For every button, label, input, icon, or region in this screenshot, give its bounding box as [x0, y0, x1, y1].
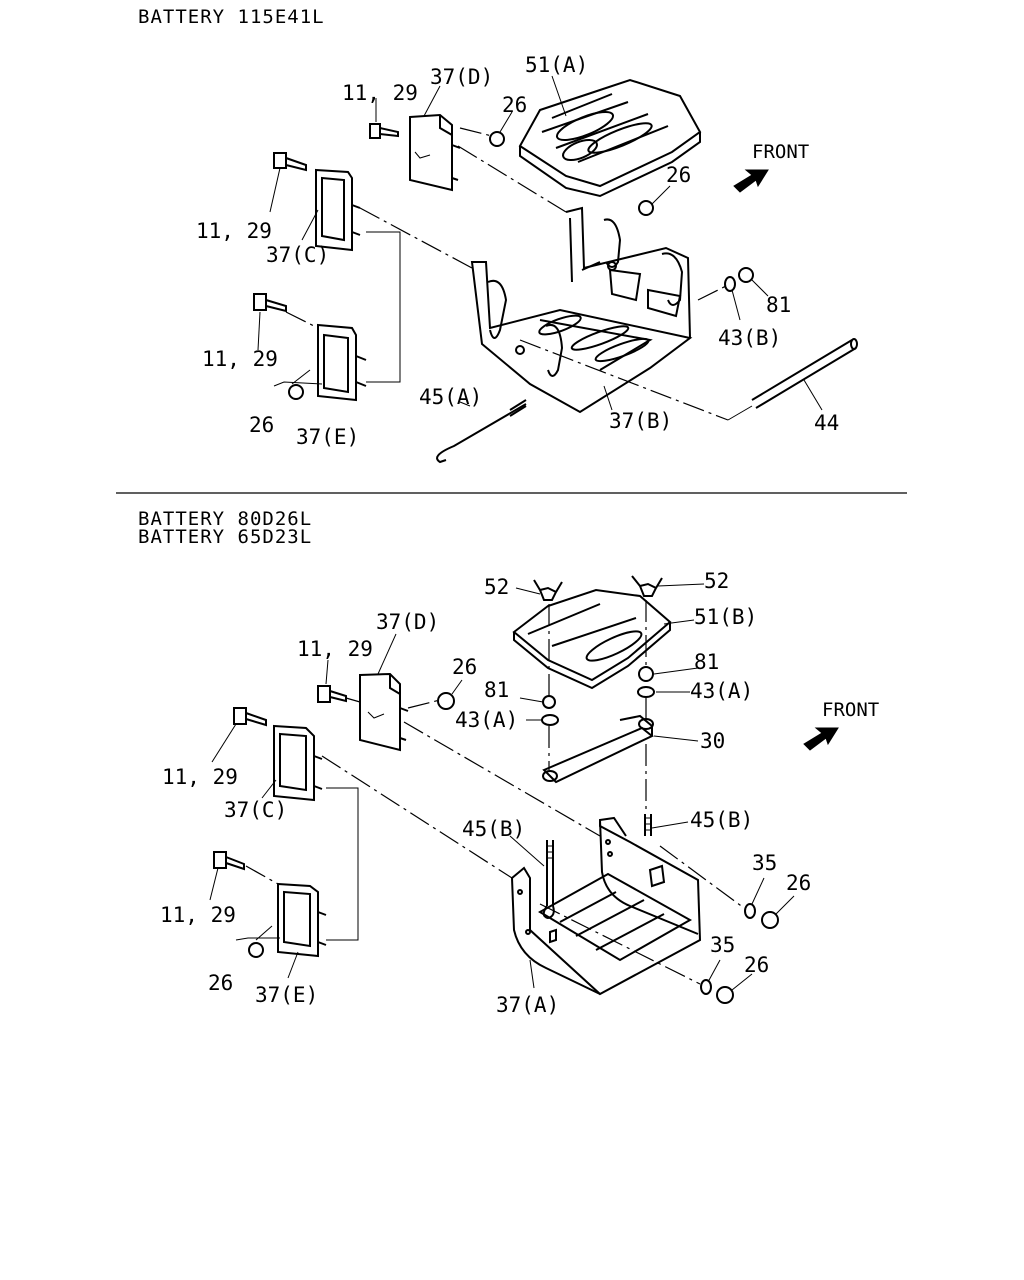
label-44: 44 — [814, 411, 839, 435]
washer-43b — [724, 276, 736, 292]
bolt-11-29-s2-low — [213, 851, 245, 871]
section1-drawing — [253, 75, 858, 464]
nut-26-s2c — [716, 986, 734, 1004]
section1-header: BATTERY 115E41L — [138, 6, 325, 28]
battery-tray-37a — [511, 816, 702, 996]
washer-35-s2a — [744, 903, 756, 919]
label-52-a: 52 — [484, 575, 509, 599]
label-45b-a: 45(B) — [462, 817, 525, 841]
battery-cover-51b — [512, 588, 672, 690]
label-37a: 37(A) — [496, 993, 559, 1017]
label-11-29-s1a: 11, 29 — [342, 81, 418, 105]
label-11-29-s2c: 11, 29 — [160, 903, 236, 927]
section2-header-line1: BATTERY 80D26L — [138, 508, 313, 530]
wing-nut-52-a — [533, 579, 563, 601]
label-front-s1: FRONT — [752, 141, 809, 163]
label-81-s2a: 81 — [484, 678, 509, 702]
label-43b: 43(B) — [718, 326, 781, 350]
nut-81-s2a — [542, 695, 556, 709]
battery-cover-51a — [518, 78, 702, 198]
washer-43a-s2b — [637, 686, 655, 698]
bolt-11-29-top — [369, 123, 399, 139]
label-52-b: 52 — [704, 569, 729, 593]
label-37c-s1: 37(C) — [266, 243, 329, 267]
label-26-s1a: 26 — [502, 93, 527, 117]
label-37e-s2: 37(E) — [255, 983, 318, 1007]
label-26-s2d: 26 — [208, 971, 233, 995]
label-35-a: 35 — [752, 851, 777, 875]
label-26-s2a: 26 — [452, 655, 477, 679]
nut-81 — [738, 267, 754, 283]
bracket-37e — [317, 323, 367, 402]
section2-drawing — [209, 575, 839, 1004]
rod-44 — [751, 338, 858, 409]
label-45a: 45(A) — [419, 385, 482, 409]
j-bolt-45b-left — [542, 840, 555, 920]
label-26-s1b: 26 — [666, 163, 691, 187]
bracket-37c — [315, 168, 361, 252]
nut-26-c — [288, 384, 304, 400]
j-bolt-45b-right — [644, 814, 652, 836]
front-arrow-icon-s2 — [803, 727, 839, 751]
label-11-29-s2b: 11, 29 — [162, 765, 238, 789]
label-37b: 37(B) — [609, 409, 672, 433]
bolt-11-29-mid — [273, 152, 307, 172]
bolt-11-29-low — [253, 293, 287, 313]
label-43a-s2b: 43(A) — [690, 679, 753, 703]
washer-43a-s2a — [541, 714, 559, 726]
bracket-37d-s2 — [359, 672, 409, 752]
label-37d-s2: 37(D) — [376, 610, 439, 634]
hold-down-bar-30 — [542, 714, 654, 784]
wing-nut-52-b — [631, 575, 663, 597]
label-26-s1c: 26 — [249, 413, 274, 437]
bracket-37c-s2 — [273, 724, 323, 802]
label-43a-s2a: 43(A) — [455, 708, 518, 732]
hook-bolt-45a — [436, 399, 527, 464]
label-11-29-s1b: 11, 29 — [196, 219, 272, 243]
label-26-s2b: 26 — [786, 871, 811, 895]
label-26-s2c: 26 — [744, 953, 769, 977]
section2-header-line2: BATTERY 65D23L — [138, 526, 313, 548]
label-11-29-s2a: 11, 29 — [297, 637, 373, 661]
label-37d-s1: 37(D) — [430, 65, 493, 89]
bracket-37e-s2 — [277, 882, 327, 958]
label-37c-s2: 37(C) — [224, 798, 287, 822]
label-45b-b: 45(B) — [690, 808, 753, 832]
bolt-11-29-s2-top — [317, 685, 347, 703]
label-front-s2: FRONT — [822, 699, 879, 721]
label-11-29-s1c: 11, 29 — [202, 347, 278, 371]
front-arrow-icon — [733, 169, 769, 193]
label-37e-s1: 37(E) — [296, 425, 359, 449]
bolt-11-29-s2-mid — [233, 707, 267, 727]
battery-tray-37b — [470, 206, 693, 414]
nut-26-s2d — [248, 942, 264, 958]
washer-35-s2b — [700, 979, 712, 995]
nut-81-s2b — [638, 666, 654, 682]
nut-26-b — [638, 200, 654, 216]
nut-26-a — [489, 131, 505, 147]
nut-26-s2b — [761, 911, 779, 929]
label-51a: 51(A) — [525, 53, 588, 77]
bracket-37d — [409, 113, 461, 192]
nut-26-s2a — [437, 692, 455, 710]
label-51b: 51(B) — [694, 605, 757, 629]
label-81-s1: 81 — [766, 293, 791, 317]
label-81-s2b: 81 — [694, 650, 719, 674]
label-30: 30 — [700, 729, 725, 753]
label-35-b: 35 — [710, 933, 735, 957]
